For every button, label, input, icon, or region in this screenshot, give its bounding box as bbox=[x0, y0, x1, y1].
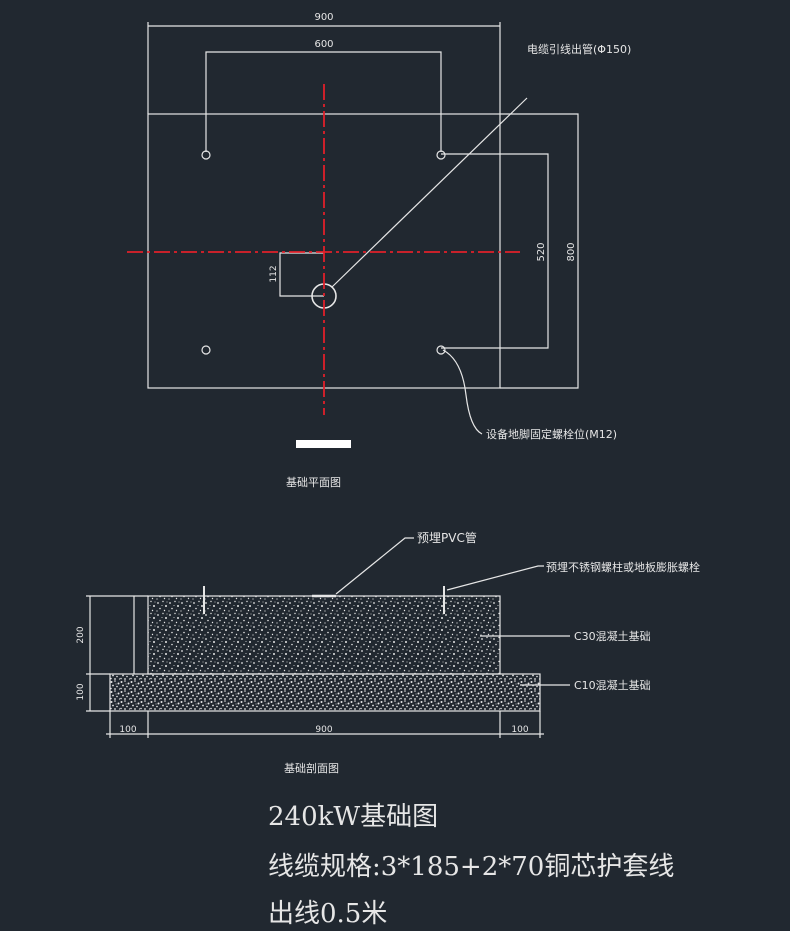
c30-label: C30混凝土基础 bbox=[574, 629, 651, 643]
plan-scale-bar bbox=[296, 440, 351, 448]
section-dim-middle: 900 bbox=[315, 725, 332, 735]
note-cable-spec: 线缆规格:3*185+2*70铜芯护套线 bbox=[268, 852, 675, 882]
bolt-position-label: 设备地脚固定螺栓位(M12) bbox=[486, 427, 617, 441]
cable-outlet-leader bbox=[331, 97, 528, 288]
plan-offset-dim-line bbox=[279, 252, 324, 297]
anchor-bolt-label: 预埋不锈钢螺柱或地板膨胀螺栓 bbox=[546, 560, 700, 574]
section-dim-left: 100 bbox=[119, 725, 136, 735]
plan-dim-top: 900 bbox=[314, 12, 333, 23]
bolt-leader bbox=[442, 349, 483, 435]
bolt-hole-bottom-right bbox=[436, 345, 446, 355]
c10-label: C10混凝土基础 bbox=[574, 678, 651, 692]
section-dim-right: 100 bbox=[511, 725, 528, 735]
c30-foundation bbox=[147, 595, 501, 675]
anchor-bolt-leader bbox=[446, 565, 544, 591]
plan-dim-right: 800 bbox=[566, 242, 577, 261]
bolt-hole-bottom-left bbox=[201, 345, 211, 355]
plan-dim-offset: 112 bbox=[269, 265, 279, 282]
section-title: 基础剖面图 bbox=[284, 761, 339, 775]
plan-centerlines bbox=[127, 84, 520, 415]
cable-outlet-label: 电缆引线出管(Φ150) bbox=[527, 42, 631, 56]
pvc-label: 预埋PVC管 bbox=[417, 530, 477, 545]
bolt-hole-top-left bbox=[201, 150, 211, 160]
section-dim-height-bottom: 100 bbox=[76, 683, 86, 700]
section-dim-height-top: 200 bbox=[76, 626, 86, 643]
plan-bolt-span-line bbox=[205, 51, 442, 152]
plan-dim-right-line bbox=[500, 113, 579, 389]
c10-foundation bbox=[109, 673, 541, 712]
bolt-hole-top-right bbox=[436, 150, 446, 160]
note-title: 240kW基础图 bbox=[268, 802, 439, 832]
plan-title: 基础平面图 bbox=[286, 476, 341, 489]
plan-view bbox=[147, 22, 579, 435]
pvc-leader bbox=[335, 537, 414, 595]
note-outlet-length: 出线0.5米 bbox=[268, 899, 388, 929]
plan-dim-bolt-vertical: 520 bbox=[536, 242, 547, 261]
plan-dim-bolt-span: 600 bbox=[314, 39, 333, 50]
section-view bbox=[86, 537, 570, 738]
plan-bolt-vertical-line bbox=[441, 153, 549, 349]
cad-drawing: 900 600 520 800 112 电缆引线出管(Φ150) 设备地脚固定螺… bbox=[76, 12, 700, 775]
